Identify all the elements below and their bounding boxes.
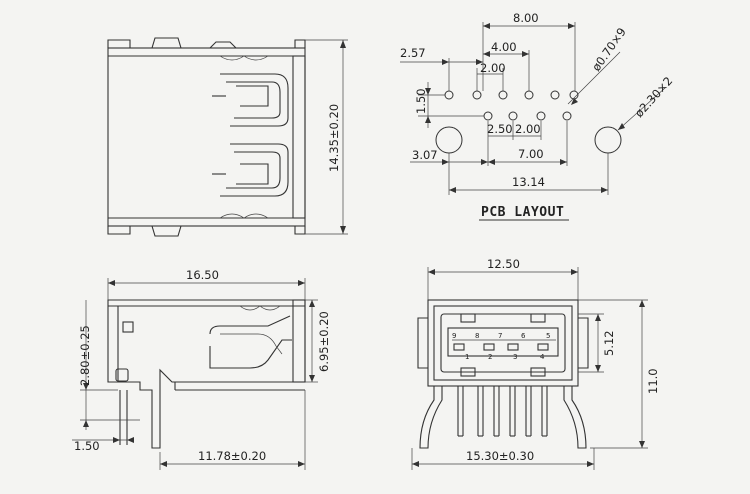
dim-12-50: 12.50 [487,257,520,271]
pin-label-4: 4 [540,353,545,361]
pin-label-7: 7 [498,332,502,340]
pcb-layout: 8.00 4.00 2.00 2.57 1.50 ø0.70×9 ø2.30×2 [400,11,676,221]
dim-8-00: 8.00 [513,11,539,25]
top-view: 14.35±0.20 [107,37,348,237]
front-view: 9 8 7 6 5 1 2 3 4 [411,257,660,470]
pcb-hole [472,90,482,100]
pcb-hole [498,90,508,100]
dim-1-50-side: 1.50 [74,439,100,453]
pcb-layout-title: PCB LAYOUT [481,205,564,220]
dim-2-00-top: 2.00 [480,61,506,75]
pin-label-2: 2 [488,353,492,361]
dim-11-78: 11.78±0.20 [198,449,266,463]
dim-15-30: 15.30±0.30 [466,449,534,463]
pcb-hole [536,111,546,121]
dim-6-95: 6.95±0.20 [317,311,331,372]
pcb-hole [508,111,518,121]
pin-label-8: 8 [475,332,479,340]
pin-label-3: 3 [513,353,517,361]
dim-16-50: 16.50 [186,268,219,282]
pcb-hole [562,111,572,121]
dim-2-30x2: ø2.30×2 [632,74,676,120]
dim-2-50: 2.50 [487,122,513,136]
dim-1-50: 1.50 [414,88,428,114]
dim-7-00: 7.00 [518,147,544,161]
pin-label-9: 9 [452,332,456,340]
pcb-hole [444,90,454,100]
dim-13-14: 13.14 [512,175,545,189]
dim-0-70x9: ø0.70×9 [589,25,629,74]
mounting-hole [594,126,622,154]
pin-label-5: 5 [546,332,550,340]
dim-2-00-mid: 2.00 [515,122,541,136]
mounting-hole [435,126,463,154]
dim-5-12: 5.12 [602,330,616,356]
dim-11-0: 11.0 [646,368,660,394]
pin-label-1: 1 [465,353,469,361]
dim-3-07: 3.07 [412,148,438,162]
pcb-hole [483,111,493,121]
pcb-hole [524,90,534,100]
dim-14-35: 14.35±0.20 [327,104,341,172]
pin-label-6: 6 [521,332,526,340]
dim-4-00: 4.00 [491,40,517,54]
dim-2-80: 2.80±0.25 [78,325,92,386]
pcb-hole [550,90,560,100]
dim-2-57: 2.57 [400,46,426,60]
side-view: 16.50 6.95±0.20 2.80±0.25 1.50 11.78±0.2… [72,268,331,470]
